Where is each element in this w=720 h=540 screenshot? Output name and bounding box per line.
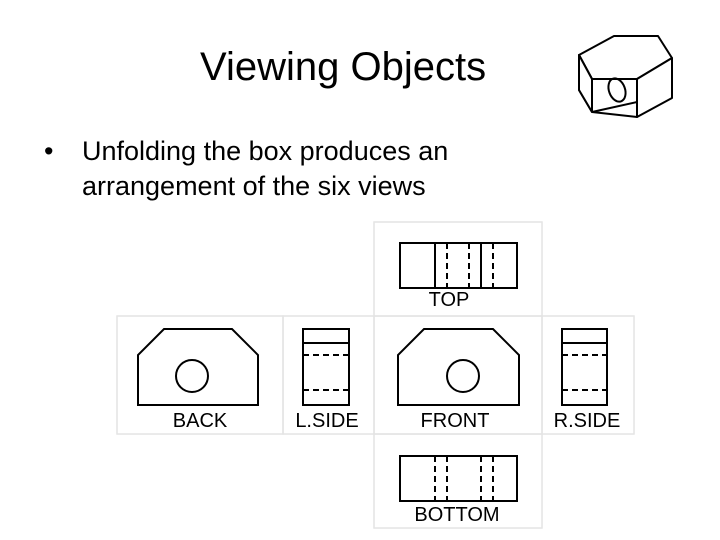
back-view-label: BACK	[173, 410, 228, 432]
isometric-block-icon	[578, 35, 673, 118]
left-side-view-drawing	[302, 328, 350, 406]
front-view-label: FRONT	[421, 410, 490, 432]
right-side-view-label: R.SIDE	[554, 410, 621, 432]
top-view-label: TOP	[429, 289, 470, 311]
panel-right-side	[541, 315, 635, 435]
right-side-view-drawing	[561, 328, 608, 406]
bullet-marker: •	[44, 136, 54, 166]
panel-bottom	[373, 433, 543, 529]
bottom-view-label: BOTTOM	[414, 504, 499, 526]
slide-title: Viewing Objects	[200, 45, 487, 89]
back-view-drawing	[137, 328, 259, 406]
top-view-drawing	[399, 242, 518, 289]
front-view-drawing	[397, 328, 520, 406]
left-side-view-label: L.SIDE	[295, 410, 358, 432]
panel-grid	[116, 221, 635, 529]
bullet-text: Unfolding the box produces an arrangemen…	[82, 136, 449, 201]
bottom-view-drawing	[399, 455, 518, 502]
